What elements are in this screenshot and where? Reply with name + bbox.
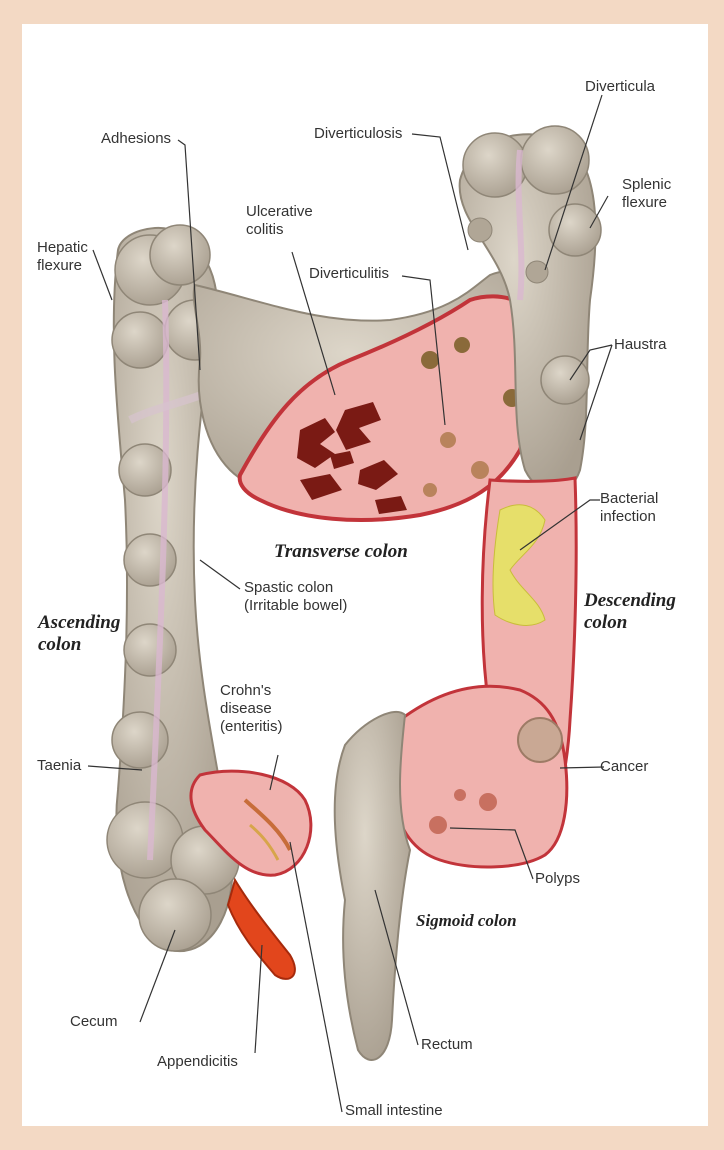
label-polyps: Polyps (535, 870, 580, 888)
label-small-intestine: Small intestine (345, 1102, 443, 1120)
label-appendicitis: Appendicitis (157, 1053, 238, 1071)
rectum (335, 712, 410, 1060)
label-diverticulitis: Diverticulitis (309, 265, 389, 283)
sigmoid-colon (393, 686, 567, 867)
label-cancer: Cancer (600, 758, 648, 776)
label-adhesions: Adhesions (101, 130, 171, 148)
label-splenic-flexure: Splenic flexure (622, 176, 671, 212)
appendix (228, 880, 295, 979)
label-spastic-colon: Spastic colon (Irritable bowel) (244, 579, 347, 615)
label-hepatic-flexure: Hepatic flexure (37, 239, 88, 275)
label-descending-colon: Descending colon (584, 590, 676, 634)
label-taenia: Taenia (37, 757, 81, 775)
label-diverticula: Diverticula (585, 78, 655, 96)
label-crohns-disease: Crohn's disease (enteritis) (220, 682, 283, 736)
label-bacterial-infection: Bacterial infection (600, 490, 658, 526)
label-sigmoid-colon: Sigmoid colon (416, 910, 517, 932)
label-haustra: Haustra (614, 336, 667, 354)
label-cecum: Cecum (70, 1013, 118, 1031)
label-ulcerative-colitis: Ulcerative colitis (246, 203, 313, 239)
label-transverse-colon: Transverse colon (274, 541, 408, 563)
label-diverticulosis: Diverticulosis (314, 125, 402, 143)
label-ascending-colon: Ascending colon (38, 612, 120, 656)
label-rectum: Rectum (421, 1036, 473, 1054)
